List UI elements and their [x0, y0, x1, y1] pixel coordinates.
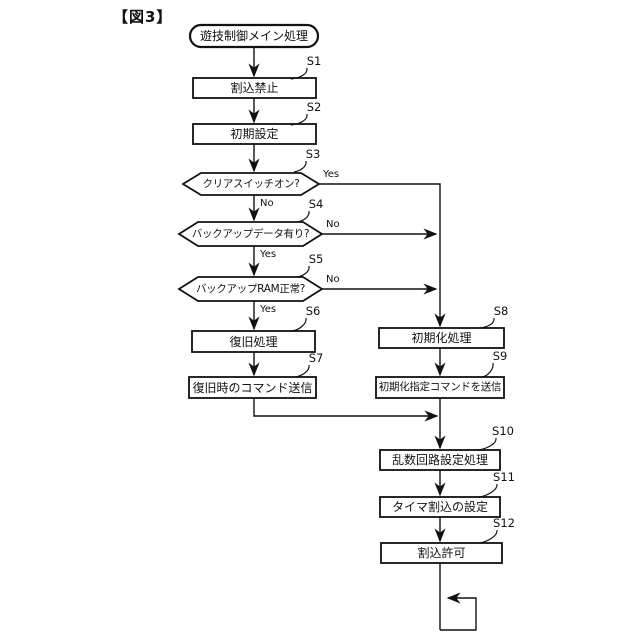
- connector-s7-join: [253, 398, 439, 422]
- step-id-s6: S6: [305, 304, 321, 318]
- step-id-s10: S10: [492, 424, 514, 438]
- step-id-s4: S4: [308, 197, 324, 211]
- node-s3-label: クリアスイッチオン?: [202, 177, 300, 190]
- branch-label-s3-yes: Yes: [323, 169, 340, 180]
- branch-label-s4-no: No: [326, 219, 340, 230]
- step-id-s9: S9: [492, 349, 508, 363]
- leader-s6: [291, 317, 307, 332]
- node-s5-label: バックアップRAM正常?: [195, 282, 306, 295]
- s8-process-shape: [378, 327, 505, 349]
- connector-s3-yes-s8: [319, 183, 446, 328]
- step-id-s7: S7: [308, 351, 324, 365]
- leader-s8: [479, 317, 495, 329]
- leader-s5: [296, 265, 310, 278]
- node-s6-label: 復旧処理: [229, 334, 278, 349]
- step-label-leaders: [290, 67, 498, 544]
- leader-s10: [477, 437, 497, 451]
- leader-s9: [481, 362, 494, 378]
- leader-s1: [290, 67, 308, 80]
- endless-loop: [440, 592, 477, 631]
- node-s4-label: バックアップデータ有り?: [191, 227, 310, 240]
- node-s2-label: 初期設定: [230, 127, 279, 141]
- s7-process-shape: [188, 376, 317, 399]
- step-id-s3: S3: [305, 147, 321, 161]
- node-s12-label: 割込許可: [417, 546, 466, 560]
- leader-s2: [290, 113, 308, 126]
- leader-s4: [296, 210, 310, 223]
- step-id-s1: S1: [306, 54, 322, 68]
- node-s9-label: 初期化指定コマンドを送信: [378, 381, 502, 394]
- leader-s7: [294, 364, 310, 378]
- step-id-s2: S2: [306, 100, 322, 114]
- branch-label-s4-yes: Yes: [260, 249, 277, 260]
- step-id-s12: S12: [493, 516, 515, 530]
- connectors: [248, 47, 477, 631]
- branch-label-s5-yes: Yes: [260, 304, 277, 315]
- leader-s12: [478, 529, 498, 544]
- step-id-s5: S5: [308, 252, 324, 266]
- node-s10-label: 乱数回路設定処理: [391, 453, 488, 467]
- node-s8-label: 初期化処理: [411, 331, 472, 345]
- node-s11-label: タイマ割込の設定: [391, 500, 488, 514]
- figure-label: 【図3】: [113, 8, 173, 26]
- leader-s11: [478, 483, 498, 498]
- node-s7-label: 復旧時のコマンド送信: [192, 380, 313, 395]
- leader-s3: [293, 160, 307, 173]
- node-start-label: 遊技制御メイン処理: [199, 29, 308, 43]
- step-id-s11: S11: [493, 470, 515, 484]
- node-s1-label: 割込禁止: [230, 81, 279, 95]
- branch-label-s5-no: No: [326, 274, 340, 285]
- s12-process-shape: [380, 542, 503, 564]
- branch-label-s3-no: No: [260, 198, 274, 209]
- step-id-s8: S8: [493, 304, 509, 318]
